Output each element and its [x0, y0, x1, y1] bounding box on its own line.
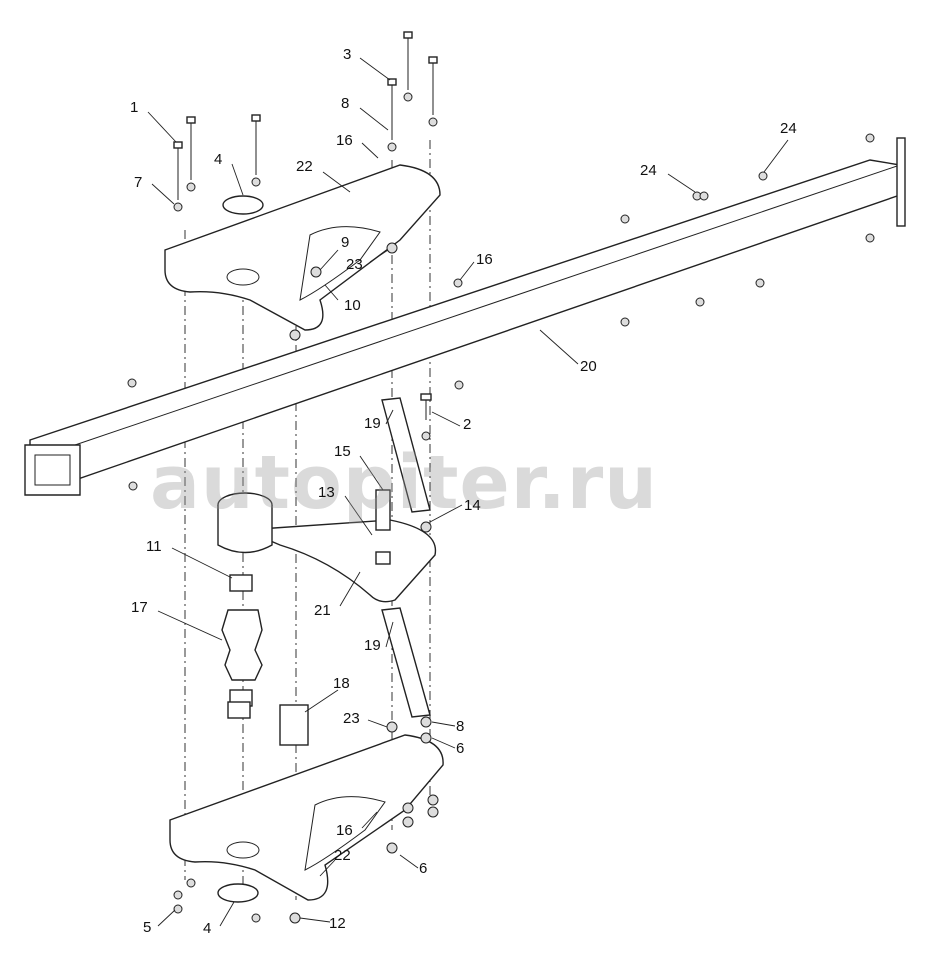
ring-part-4-lower	[217, 883, 259, 903]
callout-17: 17	[131, 599, 148, 616]
watermark: autopiter.ru	[150, 440, 658, 526]
callout-2: 2	[463, 416, 472, 433]
callout-22: 22	[334, 847, 351, 864]
callout-14: 14	[464, 497, 481, 514]
callout-16: 16	[336, 132, 353, 149]
callout-10: 10	[344, 297, 361, 314]
bushing-part-17	[221, 574, 263, 719]
callout-4: 4	[203, 920, 212, 937]
bolts	[173, 31, 438, 420]
callout-16: 16	[336, 822, 353, 839]
callout-9: 9	[341, 234, 350, 251]
link-bars-part-19	[381, 397, 431, 718]
callout-12: 12	[329, 915, 346, 932]
bracket-part-21	[217, 489, 437, 603]
callout-5: 5	[143, 919, 152, 936]
callout-24: 24	[780, 120, 797, 137]
callout-13: 13	[318, 484, 335, 501]
callout-24: 24	[640, 162, 657, 179]
upper-plate-part-22	[164, 164, 441, 331]
ring-part-4-upper	[222, 195, 264, 215]
callout-8: 8	[456, 718, 465, 735]
callout-15: 15	[334, 443, 351, 460]
washers-and-nuts	[127, 92, 875, 924]
callout-22: 22	[296, 158, 313, 175]
leader-lines	[147, 57, 789, 927]
callout-11: 11	[146, 538, 162, 555]
callout-1: 1	[130, 99, 139, 116]
callout-19: 19	[364, 415, 381, 432]
callout-6: 6	[456, 740, 465, 757]
callout-6: 6	[419, 860, 428, 877]
callout-8: 8	[341, 95, 350, 112]
callout-3: 3	[343, 46, 352, 63]
lower-plate-part-22	[169, 734, 444, 901]
block-part-18	[279, 704, 309, 746]
callout-18: 18	[333, 675, 350, 692]
callout-20: 20	[580, 358, 597, 375]
callout-21: 21	[314, 602, 331, 619]
callout-7: 7	[134, 174, 143, 191]
callout-19: 19	[364, 637, 381, 654]
callout-23: 23	[343, 710, 360, 727]
callout-4: 4	[214, 151, 223, 168]
callout-16: 16	[476, 251, 493, 268]
main-beam-part-20	[24, 137, 906, 496]
callout-23: 23	[346, 256, 363, 273]
